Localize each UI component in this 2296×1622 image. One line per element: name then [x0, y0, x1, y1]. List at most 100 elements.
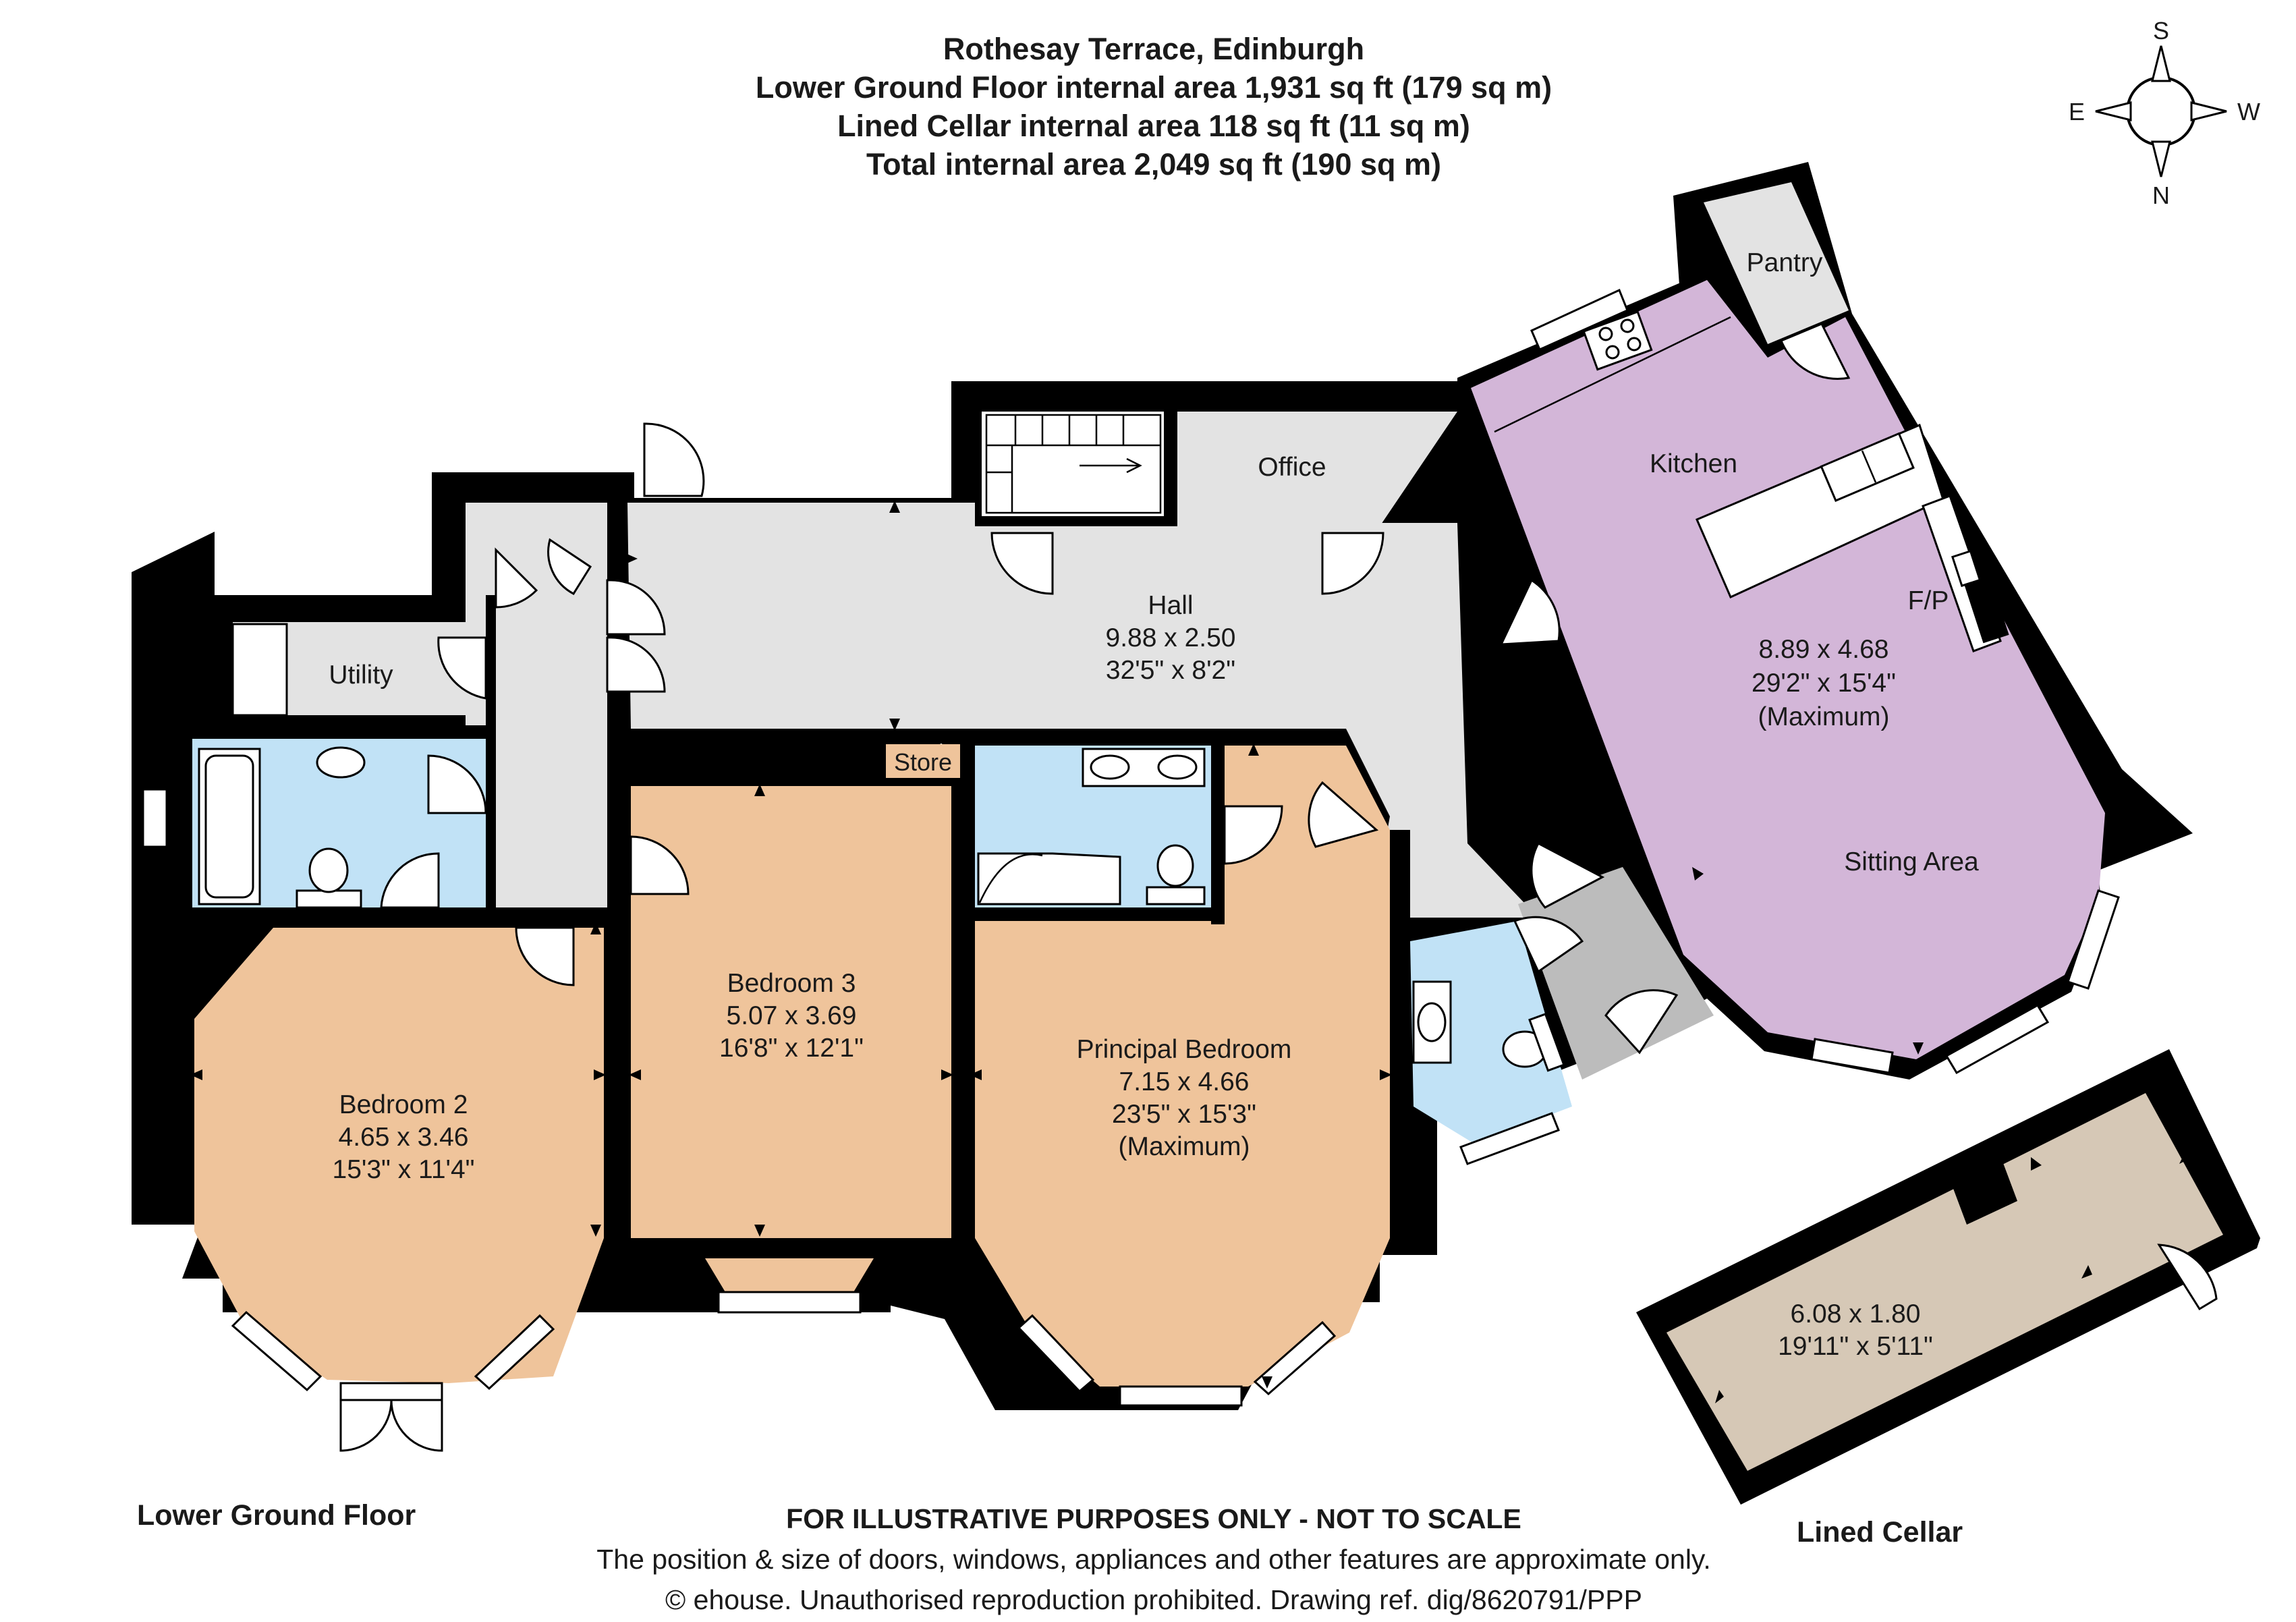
compass-label-north: N: [2152, 181, 2170, 209]
door-hall-lobby: [1530, 841, 1605, 909]
dimension-markers: [190, 501, 2190, 1403]
ensuite-toilet: [1156, 844, 1194, 887]
address-title: Rothesay Terrace, Edinburgh: [943, 32, 1364, 66]
wall-hall-south: [627, 729, 1346, 742]
ensuite-basin-2: [1157, 754, 1198, 780]
bedroom3-dim-m: 5.07 x 3.69: [727, 1001, 857, 1030]
window-bedroom2-left: [231, 1310, 323, 1392]
utility-area: [233, 622, 486, 715]
door-bathroom: [427, 754, 487, 814]
kitchen-dim-m: 8.89 x 4.68: [1759, 635, 1889, 664]
wall-ensuite-south: [975, 907, 1225, 921]
window-wc: [1459, 1112, 1560, 1165]
window-kitchen-top: [1530, 288, 1629, 351]
door-bedroom3: [629, 835, 690, 895]
kitchen-sink-divider: [1861, 450, 1877, 483]
door-cellar: [2157, 1243, 2218, 1311]
window-sitting-bay-left: [1810, 1038, 1894, 1074]
compass-needle-north: [2151, 140, 2171, 177]
door-bathroom-2: [380, 852, 440, 909]
bathroom-basin: [316, 746, 366, 779]
hob-ring-1: [1598, 327, 1613, 341]
hob-ring-3: [1605, 345, 1620, 360]
footer-note: The position & size of doors, windows, a…: [596, 1544, 1711, 1575]
wc-area: [1410, 921, 1572, 1144]
cellar-pillar: [1947, 1147, 2017, 1225]
window-principal: [1119, 1385, 1243, 1407]
disclaimer: FOR ILLUSTRATIVE PURPOSES ONLY - NOT TO …: [786, 1503, 1521, 1534]
wall-principal-east: [1390, 830, 1410, 1252]
fixtures: [198, 310, 2017, 1225]
principal-bedroom-label: Principal Bedroom: [1077, 1035, 1292, 1064]
footer: Lower Ground Floor Lined Cellar FOR ILLU…: [137, 1499, 1963, 1615]
bathroom-toilet-cistern: [296, 889, 362, 909]
window-bathroom: [142, 788, 168, 848]
store-label-bg: [886, 744, 960, 778]
compass-needle-east: [2095, 101, 2132, 121]
door-kitchen: [1499, 578, 1561, 646]
wc-toilet-cistern: [1528, 1013, 1565, 1072]
utility-label: Utility: [329, 661, 393, 690]
windows: [142, 288, 2120, 1407]
compass-label-east: E: [2069, 98, 2085, 125]
hob-ring-2: [1620, 318, 1635, 333]
door-pantry: [1780, 323, 1851, 381]
kitchen-sink: [1820, 432, 1915, 502]
wall-corridor-west: [486, 595, 496, 926]
area-lower-ground: Lower Ground Floor internal area 1,931 s…: [756, 70, 1552, 105]
header: Rothesay Terrace, Edinburgh Lower Ground…: [756, 32, 1552, 181]
floor-label-lower-ground: Lower Ground Floor: [137, 1499, 416, 1532]
door-corridor-3: [606, 579, 666, 636]
wall-stair-east: [1164, 408, 1177, 526]
store-label: Store: [894, 748, 952, 776]
door-utility: [437, 636, 487, 700]
window-bedroom3: [717, 1291, 862, 1314]
compass-needle-south: [2151, 45, 2171, 82]
utility-counter: [231, 623, 288, 717]
pantry-label: Pantry: [1747, 248, 1823, 277]
wall-bath-north: [186, 725, 489, 739]
window-principal-left: [1017, 1314, 1095, 1393]
partitions: [186, 408, 1410, 1258]
kitchen-area: [1471, 280, 2105, 1059]
door-lobby: [1604, 989, 1679, 1055]
kitchen-label: Kitchen: [1650, 449, 1737, 478]
bedroom2-label: Bedroom 2: [339, 1090, 468, 1119]
door-front: [643, 422, 705, 497]
principal-bedroom-area: [975, 746, 1390, 1387]
door-wc: [1513, 916, 1584, 974]
bedroom2-dim-ft: 15'3" x 11'4": [333, 1155, 475, 1184]
ensuite-shower-curve: [978, 854, 1043, 903]
fireplace-box: [1951, 549, 1982, 588]
wall-bed3-east: [951, 729, 975, 1248]
bedroom-3-area: [631, 786, 951, 1238]
cellar-dim-ft: 19'11" x 5'11": [1778, 1332, 1933, 1361]
compass-circle: [2126, 76, 2196, 146]
office-label: Office: [1258, 453, 1326, 482]
door-corridor-4: [606, 636, 666, 693]
bedroom3-label: Bedroom 3: [727, 969, 856, 998]
sitting-area-label: Sitting Area: [1844, 847, 1979, 876]
kitchen-dim-note: (Maximum): [1758, 702, 1890, 731]
staircase-area: [982, 412, 1164, 516]
principal-dim-note: (Maximum): [1119, 1132, 1250, 1161]
hall-dim-ft: 32'5" x 8'2": [1106, 656, 1235, 685]
window-sitting-bay-mid: [1944, 1003, 2050, 1075]
door-bedroom2-leaf-right: [390, 1399, 443, 1452]
bathtub-inner: [204, 754, 254, 899]
door-corridor-1: [495, 547, 538, 609]
pantry-area: [1704, 182, 1849, 344]
window-sitting-bay-right: [2067, 889, 2120, 990]
door-corridor-2: [547, 538, 592, 595]
staircase: [985, 414, 1162, 514]
principal-dim-ft: 23'5" x 15'3": [1112, 1100, 1256, 1129]
hob-ring-4: [1627, 337, 1642, 352]
floor-label-cellar: Lined Cellar: [1797, 1516, 1963, 1548]
door-bedroom2-leaf-left: [339, 1399, 393, 1452]
kitchen-dim-ft: 29'2" x 15'4": [1752, 669, 1896, 698]
bedroom2-dim-m: 4.65 x 3.46: [339, 1123, 469, 1152]
compass-needle-west: [2190, 101, 2227, 121]
door-office: [1321, 532, 1384, 595]
ensuite-toilet-cistern: [1146, 886, 1206, 905]
